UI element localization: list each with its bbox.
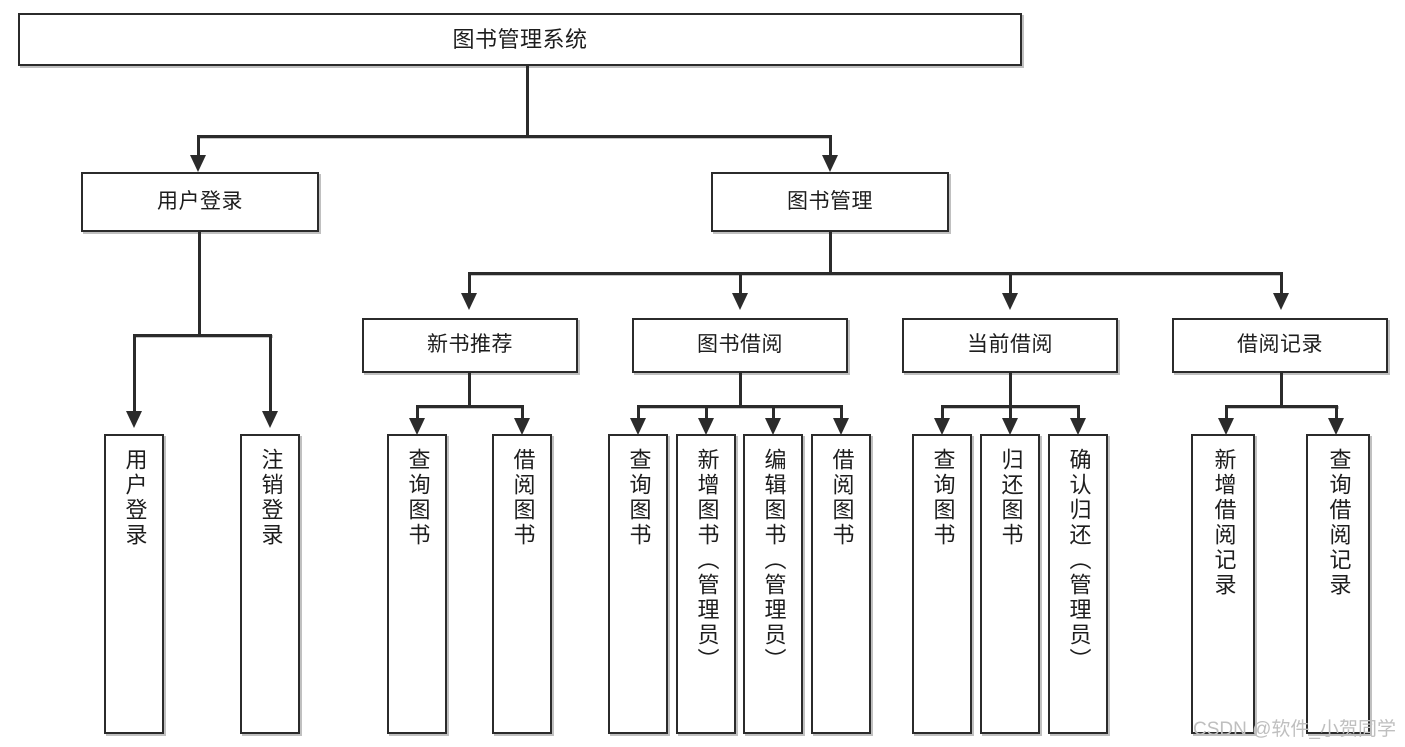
connector-root-stem <box>526 66 529 137</box>
node-user-login[interactable]: 用户登录 <box>81 172 319 232</box>
node-label: 归还图书 <box>998 448 1024 548</box>
node-borrow-record[interactable]: 借阅记录 <box>1172 318 1388 373</box>
arrowhead-new-book-1 <box>409 418 425 435</box>
connector-user-login-stem <box>198 232 201 336</box>
arrowhead-to-book-borrow <box>732 293 748 310</box>
node-label: 借阅图书 <box>829 448 855 548</box>
arrowhead-user-login-2 <box>262 411 278 428</box>
node-label: 当前借阅 <box>967 333 1053 357</box>
arrowhead-to-current-borrow <box>1002 293 1018 310</box>
node-label: 图书管理系统 <box>452 26 588 52</box>
arrowhead-current-borrow-3 <box>1070 418 1086 435</box>
connector-borrow-record-drop-2 <box>1335 405 1338 420</box>
node-label: 查询借阅记录 <box>1326 448 1352 598</box>
arrowhead-book-borrow-1 <box>630 418 646 435</box>
node-label: 编辑图书（管理员） <box>761 448 787 673</box>
node-label: 新书推荐 <box>427 333 513 357</box>
arrowhead-to-borrow-record <box>1273 293 1289 310</box>
connector-book-mgmt-drop-4 <box>1280 272 1283 296</box>
arrowhead-to-new-book <box>461 293 477 310</box>
leaf-add-book-admin[interactable]: 新增图书（管理员） <box>676 434 736 734</box>
leaf-user-login[interactable]: 用户登录 <box>104 434 164 734</box>
node-current-borrow[interactable]: 当前借阅 <box>902 318 1118 373</box>
leaf-add-borrow-record[interactable]: 新增借阅记录 <box>1191 434 1255 734</box>
connector-book-mgmt-drop-1 <box>468 272 471 296</box>
connector-new-book-drop-1 <box>416 405 419 420</box>
node-book-management[interactable]: 图书管理 <box>711 172 949 232</box>
arrowhead-book-borrow-3 <box>765 418 781 435</box>
csdn-watermark: CSDN @软件_小贺同学 <box>1193 719 1396 740</box>
leaf-search-book-recommend[interactable]: 查询图书 <box>387 434 447 734</box>
arrowhead-current-borrow-2 <box>1002 418 1018 435</box>
connector-book-borrow-stem <box>739 373 742 407</box>
connector-current-borrow-drop-2 <box>1009 405 1012 420</box>
connector-book-mgmt-bar <box>468 272 1280 275</box>
arrowhead-book-borrow-4 <box>833 418 849 435</box>
connector-user-login-bar <box>133 334 272 337</box>
leaf-return-book[interactable]: 归还图书 <box>980 434 1040 734</box>
connector-root-left-drop <box>197 135 200 158</box>
connector-borrow-record-drop-1 <box>1225 405 1228 420</box>
connector-new-book-drop-2 <box>521 405 524 420</box>
connector-current-borrow-stem <box>1009 373 1012 407</box>
arrowhead-borrow-record-1 <box>1218 418 1234 435</box>
node-root-system[interactable]: 图书管理系统 <box>18 13 1022 66</box>
connector-book-borrow-drop-3 <box>772 405 775 420</box>
connector-book-borrow-drop-2 <box>705 405 708 420</box>
connector-borrow-record-bar <box>1225 405 1338 408</box>
node-label: 查询图书 <box>405 448 431 548</box>
connector-new-book-stem <box>468 373 471 407</box>
arrowhead-new-book-2 <box>514 418 530 435</box>
leaf-edit-book-admin[interactable]: 编辑图书（管理员） <box>743 434 803 734</box>
connector-book-borrow-drop-4 <box>840 405 843 420</box>
arrowhead-user-login-1 <box>126 411 142 428</box>
connector-book-mgmt-drop-2 <box>739 272 742 296</box>
connector-book-mgmt-drop-3 <box>1009 272 1012 296</box>
connector-user-login-drop-1 <box>133 334 136 414</box>
leaf-borrow-book-recommend[interactable]: 借阅图书 <box>492 434 552 734</box>
node-label: 图书管理 <box>787 189 873 213</box>
arrowhead-borrow-record-2 <box>1328 418 1344 435</box>
leaf-search-book-current[interactable]: 查询图书 <box>912 434 972 734</box>
arrowhead-to-book-management <box>822 155 838 172</box>
node-label: 新增图书（管理员） <box>694 448 720 673</box>
node-label: 借阅图书 <box>510 448 536 548</box>
node-label: 注销登录 <box>258 448 284 548</box>
node-label: 用户登录 <box>122 448 148 548</box>
node-book-borrow[interactable]: 图书借阅 <box>632 318 848 373</box>
connector-borrow-record-stem <box>1280 373 1283 407</box>
node-label: 确认归还（管理员） <box>1066 448 1092 673</box>
connector-book-borrow-drop-1 <box>637 405 640 420</box>
connector-new-book-bar <box>416 405 522 408</box>
connector-root-right-drop <box>829 135 832 158</box>
leaf-search-borrow-record[interactable]: 查询借阅记录 <box>1306 434 1370 734</box>
leaf-logout[interactable]: 注销登录 <box>240 434 300 734</box>
connector-book-mgmt-stem <box>829 232 832 274</box>
connector-root-bar <box>197 135 831 138</box>
connector-current-borrow-drop-1 <box>941 405 944 420</box>
arrowhead-to-user-login <box>190 155 206 172</box>
connector-book-borrow-bar <box>637 405 842 408</box>
node-label: 查询图书 <box>626 448 652 548</box>
connector-current-borrow-drop-3 <box>1077 405 1080 420</box>
node-label: 借阅记录 <box>1237 333 1323 357</box>
node-label: 用户登录 <box>157 189 243 213</box>
arrowhead-book-borrow-2 <box>698 418 714 435</box>
node-label: 图书借阅 <box>697 333 783 357</box>
node-label: 查询图书 <box>930 448 956 548</box>
leaf-search-book-borrow[interactable]: 查询图书 <box>608 434 668 734</box>
node-label: 新增借阅记录 <box>1211 448 1237 598</box>
leaf-borrow-book[interactable]: 借阅图书 <box>811 434 871 734</box>
arrowhead-current-borrow-1 <box>934 418 950 435</box>
node-new-book-recommend[interactable]: 新书推荐 <box>362 318 578 373</box>
leaf-confirm-return-admin[interactable]: 确认归还（管理员） <box>1048 434 1108 734</box>
connector-user-login-drop-2 <box>269 334 272 414</box>
